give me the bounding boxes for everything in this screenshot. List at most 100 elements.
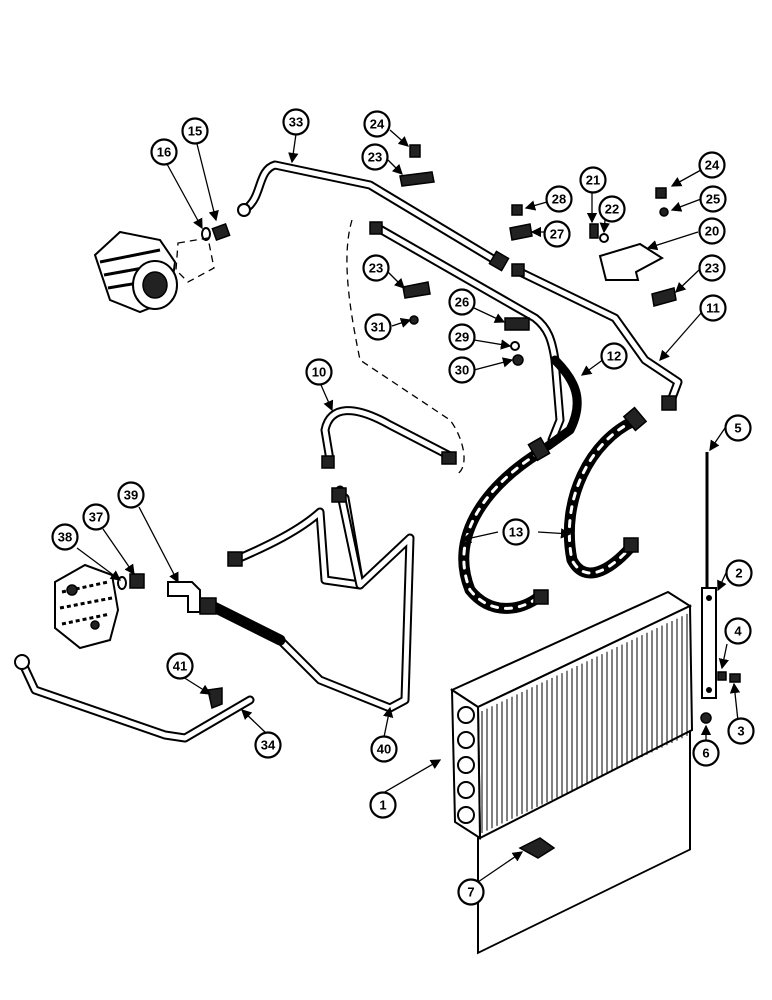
callout-label: 20 <box>705 224 719 239</box>
callout-label: 27 <box>550 227 564 242</box>
callout-label: 11 <box>706 301 720 316</box>
callout-label: 25 <box>706 192 720 207</box>
callout-26: 26 <box>448 288 476 316</box>
callout-23: 23 <box>362 254 390 282</box>
callout-25: 25 <box>699 185 727 213</box>
callout-16: 16 <box>150 138 178 166</box>
callout-33: 33 <box>282 108 310 136</box>
callout-7: 7 <box>457 878 485 906</box>
bolt-3 <box>729 673 741 683</box>
washer-22 <box>599 233 609 243</box>
assembly-outline <box>346 219 465 476</box>
callout-label: 23 <box>705 261 719 276</box>
bracket-20 <box>598 242 664 281</box>
nut-31 <box>409 315 419 325</box>
callout-23: 23 <box>698 254 726 282</box>
callout-21: 21 <box>579 166 607 194</box>
o-ring-16 <box>201 227 211 241</box>
callout-6: 6 <box>692 739 720 767</box>
bracket-2 <box>701 587 717 699</box>
callout-41: 41 <box>166 652 194 680</box>
bolt-21 <box>589 223 599 239</box>
callout-40: 40 <box>370 735 398 763</box>
bolt-24b <box>655 187 667 199</box>
o-ring-38 <box>117 576 127 590</box>
callout-24: 24 <box>363 110 391 138</box>
callout-label: 31 <box>371 320 385 335</box>
callout-label: 3 <box>737 724 744 739</box>
callout-13: 13 <box>502 518 530 546</box>
callout-label: 10 <box>312 365 326 380</box>
callout-30: 30 <box>448 356 476 384</box>
compressor-top <box>93 230 215 314</box>
callout-24: 24 <box>698 151 726 179</box>
clamp-23a <box>399 171 435 187</box>
callout-label: 13 <box>509 525 523 540</box>
callout-4: 4 <box>724 617 752 645</box>
condenser-coils <box>457 706 475 824</box>
tube-10 <box>320 406 455 465</box>
callout-label: 1 <box>379 798 386 813</box>
callout-39: 39 <box>117 481 145 509</box>
condenser-fins <box>481 613 688 833</box>
fitting-15 <box>211 223 231 241</box>
callout-2: 2 <box>725 559 753 587</box>
tube-12 <box>543 355 582 451</box>
callout-15: 15 <box>181 117 209 145</box>
callout-label: 24 <box>370 117 385 132</box>
callout-3: 3 <box>727 717 755 745</box>
callout-label: 38 <box>58 530 72 545</box>
callout-label: 4 <box>734 624 742 639</box>
clip-27 <box>509 223 533 241</box>
callout-38: 38 <box>51 523 79 551</box>
nut-25 <box>659 207 669 217</box>
washer-4 <box>717 671 727 681</box>
callout-1: 1 <box>369 791 397 819</box>
nut-30 <box>512 354 524 366</box>
callout-37: 37 <box>82 503 110 531</box>
callout-5: 5 <box>724 414 752 442</box>
callout-label: 39 <box>124 488 138 503</box>
callout-label: 12 <box>607 349 621 364</box>
callout-23: 23 <box>361 143 389 171</box>
callout-label: 33 <box>289 115 303 130</box>
elbow-39 <box>167 581 201 613</box>
callout-label: 24 <box>705 158 720 173</box>
callout-label: 26 <box>455 295 469 310</box>
callout-label: 2 <box>735 566 742 581</box>
callout-29: 29 <box>448 323 476 351</box>
callout-label: 16 <box>157 145 171 160</box>
callout-label: 40 <box>377 742 391 757</box>
callout-12: 12 <box>600 342 628 370</box>
callout-22: 22 <box>598 195 626 223</box>
callout-20: 20 <box>698 217 726 245</box>
callout-label: 21 <box>586 173 600 188</box>
callout-label: 23 <box>368 150 382 165</box>
callout-label: 15 <box>188 124 202 139</box>
hose-40 <box>206 600 286 646</box>
callout-label: 23 <box>369 261 383 276</box>
callout-label: 5 <box>734 421 741 436</box>
callout-label: 29 <box>455 330 469 345</box>
callout-label: 37 <box>89 510 103 525</box>
callout-label: 34 <box>261 738 276 753</box>
callout-27: 27 <box>543 220 571 248</box>
callout-11: 11 <box>699 294 727 322</box>
callout-10: 10 <box>305 358 333 386</box>
callout-28: 28 <box>545 185 573 213</box>
pump-left <box>54 563 120 650</box>
clamp-23c <box>651 287 677 307</box>
callout-label: 30 <box>455 363 469 378</box>
clip-41 <box>207 687 223 710</box>
callout-label: 41 <box>173 659 187 674</box>
leader-lines <box>76 129 741 883</box>
tube-33 <box>243 160 503 267</box>
washer-29 <box>510 341 520 351</box>
callout-34: 34 <box>254 731 282 759</box>
callout-label: 6 <box>702 746 709 761</box>
callout-label: 28 <box>552 192 566 207</box>
pad-26 <box>504 317 530 331</box>
callout-label: 7 <box>467 885 474 900</box>
